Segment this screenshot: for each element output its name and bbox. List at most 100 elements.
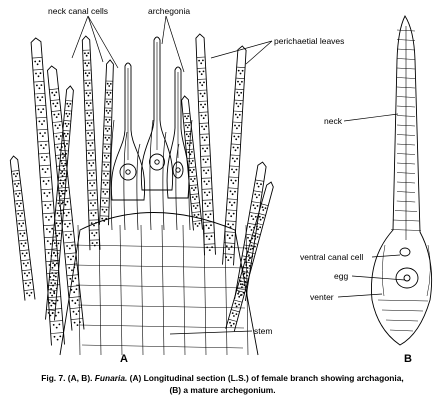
chloroplast: [205, 125, 208, 128]
leaf-cell-wall: [253, 232, 261, 235]
chloroplast: [103, 154, 106, 157]
leaf-cell-wall: [233, 299, 243, 303]
chloroplast: [191, 151, 193, 153]
leaf-cell-wall: [62, 230, 74, 233]
chloroplast: [74, 277, 77, 280]
chloroplast: [51, 266, 54, 269]
chloroplast: [88, 172, 91, 175]
leaf-cell-wall: [249, 212, 259, 215]
leaf-cell-wall: [50, 269, 59, 271]
chloroplast: [209, 213, 212, 216]
chloroplast: [103, 202, 106, 204]
leaf-outline: [181, 95, 203, 231]
chloroplast: [45, 183, 48, 185]
chloroplast: [191, 187, 193, 190]
chloroplast: [53, 292, 56, 295]
archegonium-outline: [110, 62, 146, 201]
leaf-cell-wall: [244, 261, 253, 264]
leaf-left-6: [45, 85, 74, 321]
chloroplast: [57, 157, 60, 160]
leaf-cell-wall: [250, 242, 258, 245]
chloroplast: [65, 152, 67, 155]
chloroplast: [61, 152, 64, 155]
leaf-cell-wall: [60, 160, 68, 162]
chloroplast: [51, 272, 54, 274]
chloroplast: [106, 190, 109, 193]
leaf-cell-wall: [242, 270, 251, 274]
chloroplast: [200, 114, 203, 117]
chloroplast: [90, 164, 93, 167]
chloroplast: [201, 125, 203, 128]
chloroplast: [87, 84, 89, 87]
chloroplast: [240, 91, 243, 94]
chloroplast: [106, 82, 109, 85]
chloroplast: [53, 113, 56, 116]
leaf-cell-wall: [236, 290, 245, 293]
stem-cell-column: [140, 224, 144, 356]
chloroplast: [229, 321, 231, 324]
chloroplast: [201, 84, 204, 87]
chloroplast: [51, 91, 54, 94]
chloroplast: [235, 102, 238, 105]
chloroplast: [60, 185, 63, 187]
chloroplast: [50, 304, 53, 307]
chloroplast: [73, 291, 76, 294]
chloroplast: [58, 138, 60, 140]
chloroplast: [105, 166, 108, 168]
leaf-cell-wall: [199, 122, 209, 124]
chloroplast: [67, 123, 70, 125]
chloroplast: [235, 168, 238, 171]
chloroplast: [19, 202, 22, 205]
chloroplast: [195, 195, 198, 198]
venter-cavity: [172, 161, 184, 179]
stem-cell-row: [81, 344, 244, 349]
leaf-cell-wall: [58, 179, 66, 182]
chloroplast: [73, 321, 76, 324]
chloroplast: [27, 284, 30, 287]
chloroplast: [108, 118, 111, 121]
chloroplast: [248, 265, 251, 267]
chloroplast: [264, 207, 267, 210]
chloroplast: [197, 213, 200, 216]
egg-nucleus-b: [403, 274, 411, 282]
chloroplast: [47, 179, 50, 182]
leaf-cell-wall: [231, 309, 240, 313]
chloroplast: [69, 103, 72, 105]
chloroplast: [35, 72, 37, 75]
leaf-cell-wall: [41, 188, 53, 191]
leaf-cell-wall: [54, 143, 65, 145]
leaf-cell-wall: [202, 210, 214, 212]
chloroplast: [226, 234, 229, 237]
chloroplast: [208, 191, 211, 194]
chloroplast: [92, 214, 95, 217]
leaf-cell-wall: [225, 220, 237, 222]
mature-archegonium: [371, 15, 433, 346]
chloroplast: [231, 193, 234, 196]
chloroplast: [87, 94, 90, 97]
chloroplast: [85, 82, 87, 85]
chloroplast: [47, 252, 50, 254]
chloroplast: [49, 243, 52, 245]
chloroplast: [28, 294, 31, 297]
chloroplast: [188, 124, 191, 126]
chloroplast: [21, 252, 24, 255]
chloroplast: [191, 171, 194, 174]
leaf-cell-wall: [36, 116, 47, 119]
chloroplast: [89, 144, 92, 147]
leaf-cell-wall: [261, 203, 269, 206]
chloroplast: [103, 163, 106, 166]
chloroplast: [107, 94, 110, 96]
chloroplast: [101, 208, 104, 211]
chloroplast: [260, 183, 262, 186]
leaf-cell-wall: [62, 130, 71, 132]
leaf-cell-wall: [32, 69, 44, 71]
leaf-cell-wall: [233, 110, 243, 112]
chloroplast: [248, 226, 251, 228]
chloroplast: [210, 224, 212, 227]
chloroplast: [203, 180, 206, 183]
chloroplast: [58, 124, 61, 126]
chloroplast: [70, 258, 72, 261]
caption-genus: Funaria.: [94, 373, 128, 383]
chloroplast: [27, 262, 29, 264]
chloroplast: [91, 194, 94, 197]
